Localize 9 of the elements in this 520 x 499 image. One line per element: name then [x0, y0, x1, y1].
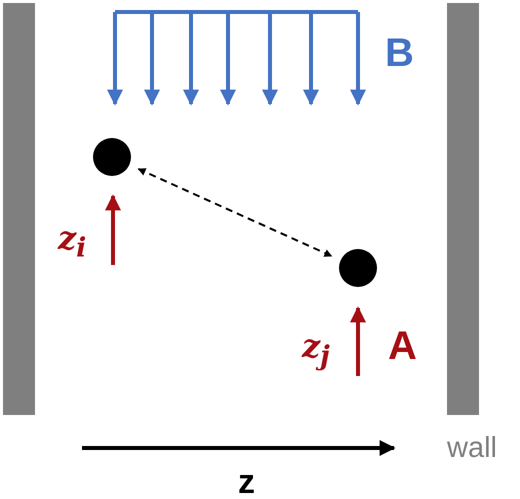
double-arrow: [138, 168, 332, 257]
particle-dot: [93, 138, 131, 176]
field-label: B: [385, 33, 414, 73]
variable-label: z$_{i}$: [58, 222, 86, 262]
region-label: A: [388, 326, 417, 366]
axis-label: z: [238, 465, 255, 499]
wall-label: wall: [447, 434, 497, 463]
variable-label: z$_{j}$: [302, 330, 330, 370]
particle-dot: [339, 249, 377, 287]
